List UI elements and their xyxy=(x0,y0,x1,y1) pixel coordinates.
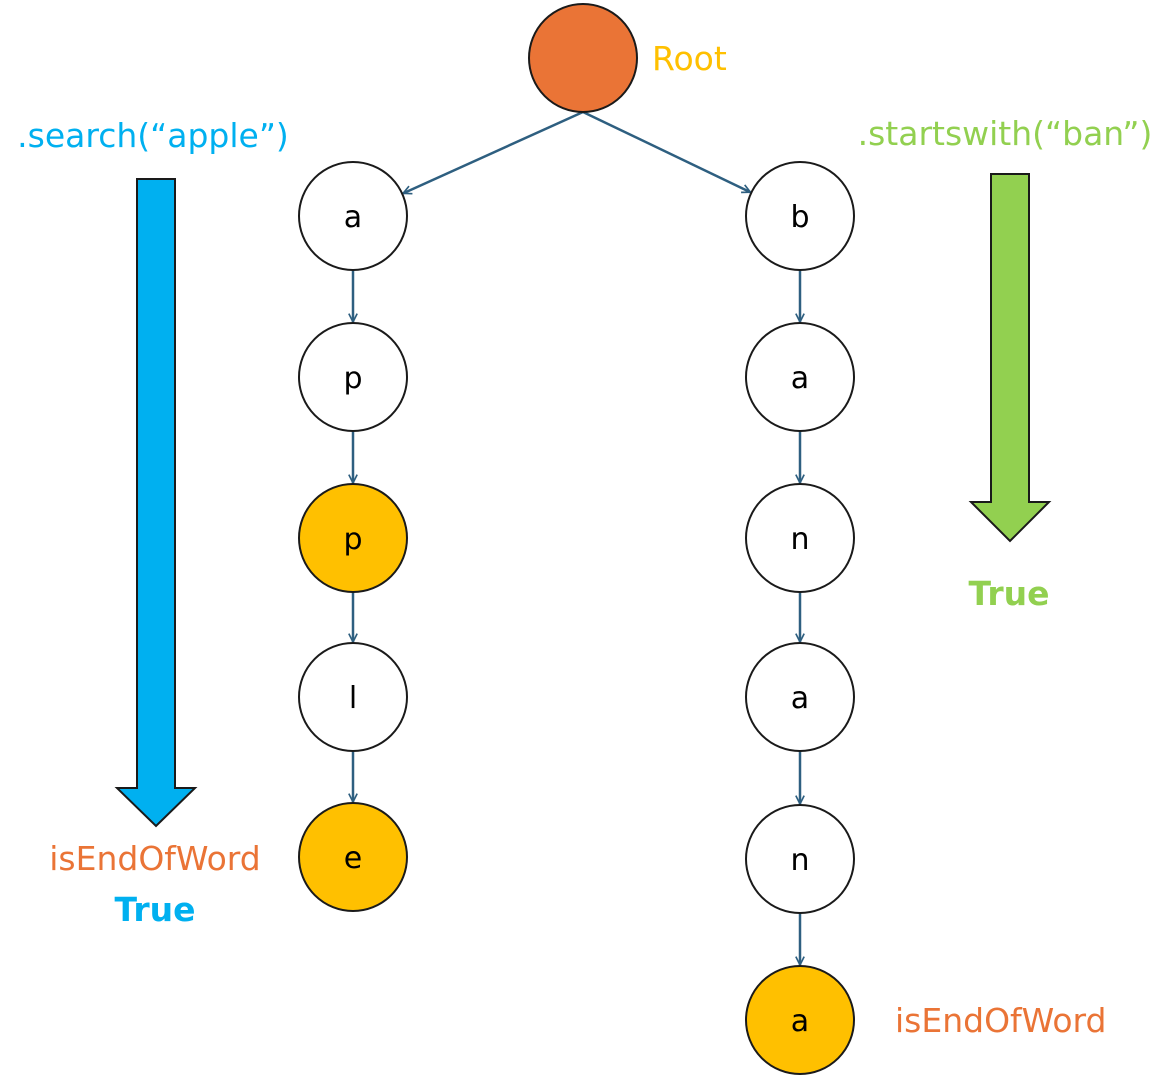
root-to-left-edge xyxy=(403,110,584,193)
trie-node-end-of-word: p xyxy=(298,483,408,593)
node-circle xyxy=(298,322,408,432)
node-circle xyxy=(745,483,855,593)
search-query: .search(“apple”) isEndOfWord True xyxy=(17,116,289,929)
node-letter: a xyxy=(791,1004,809,1039)
right-branch: b a n a n a xyxy=(745,161,855,1075)
trie-node: b xyxy=(745,161,855,271)
node-letter: p xyxy=(343,522,362,557)
node-circle xyxy=(745,642,855,752)
search-down-arrow-icon xyxy=(114,178,198,828)
node-letter: a xyxy=(791,681,809,716)
node-circle xyxy=(745,322,855,432)
trie-edges xyxy=(353,110,800,965)
node-letter: b xyxy=(790,200,809,235)
node-letter: n xyxy=(790,522,809,557)
startswith-query: .startswith(“ban”) True xyxy=(858,114,1153,613)
root-label: Root xyxy=(652,39,727,78)
node-circle xyxy=(298,161,408,271)
node-letter: a xyxy=(344,200,362,235)
node-letter: n xyxy=(790,843,809,878)
node-circle xyxy=(745,804,855,914)
trie-node: n xyxy=(745,483,855,593)
root-node xyxy=(528,3,638,113)
search-query-label: .search(“apple”) xyxy=(17,116,289,155)
trie-node: n xyxy=(745,804,855,914)
node-circle xyxy=(745,161,855,271)
node-letter: a xyxy=(791,361,809,396)
node-circle xyxy=(298,802,408,912)
trie-node: p xyxy=(298,322,408,432)
is-end-of-word-label: isEndOfWord xyxy=(895,1001,1107,1040)
root-to-right-edge xyxy=(582,110,750,194)
startswith-query-label: .startswith(“ban”) xyxy=(858,114,1153,153)
node-letter: p xyxy=(343,361,362,396)
is-end-of-word-label: isEndOfWord xyxy=(49,839,261,878)
trie-node: l xyxy=(298,642,408,752)
node-letter: e xyxy=(344,841,362,876)
node-letter: l xyxy=(349,681,357,716)
node-circle xyxy=(298,642,408,752)
node-circle xyxy=(298,483,408,593)
left-branch: a p p l e xyxy=(298,161,408,912)
root-circle xyxy=(528,3,638,113)
trie-node-end-of-word: e xyxy=(298,802,408,912)
startswith-down-arrow-icon xyxy=(968,173,1052,543)
node-circle xyxy=(745,965,855,1075)
trie-node: a xyxy=(298,161,408,271)
search-result: True xyxy=(114,890,195,929)
trie-node: a xyxy=(745,322,855,432)
trie-node-end-of-word: a xyxy=(745,965,855,1075)
startswith-result: True xyxy=(968,574,1049,613)
trie-node: a xyxy=(745,642,855,752)
